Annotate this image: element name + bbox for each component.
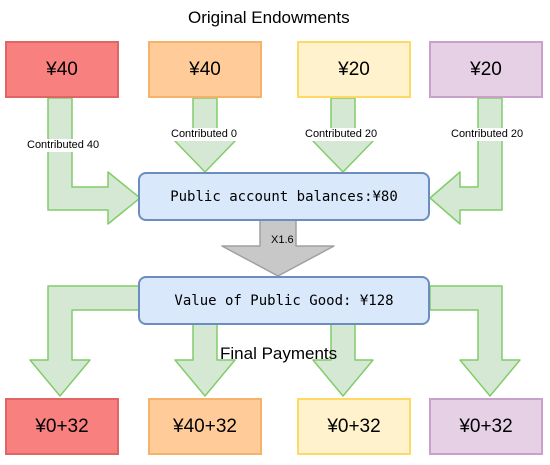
outflow-arrow-3 [312,323,374,397]
final-payments-title: Final Payments [220,344,338,363]
payment-box-1: ¥0+32 [5,398,119,455]
endowment-box-2: ¥40 [148,41,262,98]
contribution-label-1: Contributed 40 [26,139,101,152]
multiplier-arrow [221,219,335,277]
inflow-arrow-4 [429,97,503,225]
payment-box-4: ¥0+32 [429,398,543,455]
endowment-box-3: ¥20 [297,41,411,98]
payment-box-3: ¥0+32 [297,398,411,455]
endowment-box-1: ¥40 [5,41,119,98]
multiplier-label: X1.6 [271,234,294,246]
payment-box-2: ¥40+32 [148,398,262,455]
public-account-box: Public account balances:¥80 [138,172,430,221]
outflow-arrow-4 [429,285,521,397]
contribution-label-3: Contributed 20 [304,128,379,141]
outflow-arrow-1 [29,285,141,397]
public-good-box: Value of Public Good: ¥128 [138,276,430,325]
contribution-label-4: Contributed 20 [450,128,525,141]
outflow-arrow-2 [174,323,236,397]
inflow-arrow-1 [47,97,141,225]
contribution-label-2: Contributed 0 [170,128,239,141]
endowment-box-4: ¥20 [429,41,543,98]
original-endowments-title: Original Endowments [188,8,350,27]
